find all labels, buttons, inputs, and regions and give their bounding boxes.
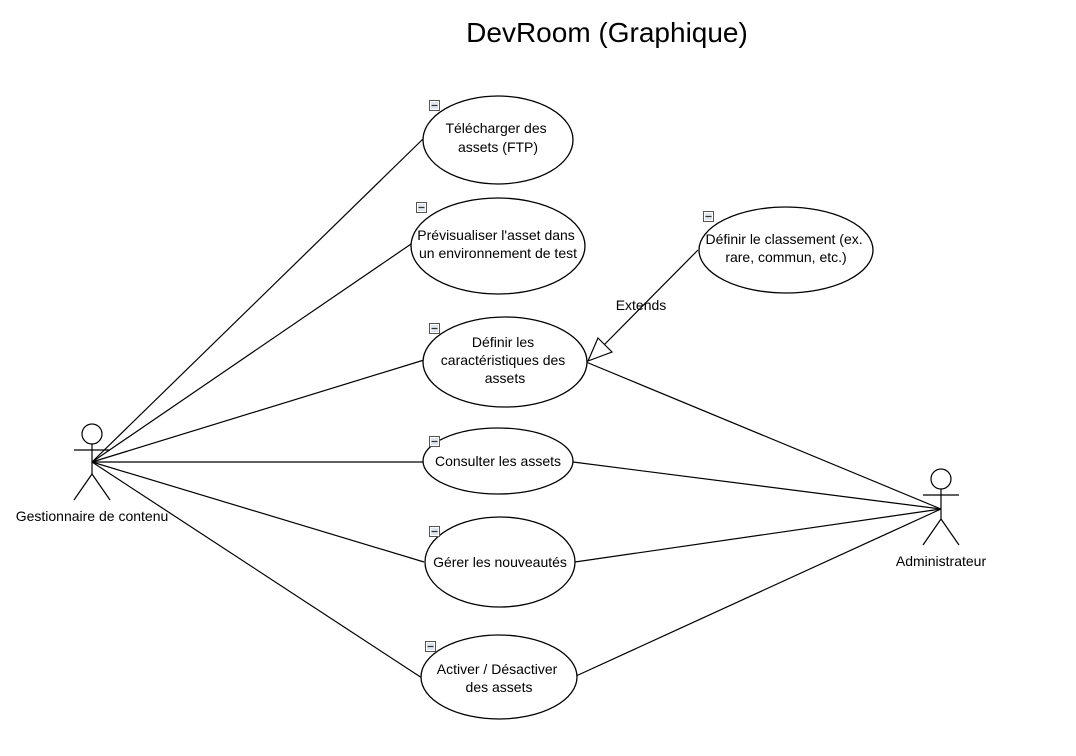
actor-right-leg <box>91 473 111 501</box>
collapse-toggle-activer-desactiver[interactable] <box>425 641 436 652</box>
association-gestionnaire-previsualiser[interactable] <box>91 241 415 463</box>
actor-administrateur[interactable]: Administrateur <box>896 468 987 569</box>
use-case-label: Activer / Désactiver des assets <box>437 661 561 695</box>
extends-label: Extends <box>616 297 667 313</box>
use-case-definir-classement[interactable]: Définir le classement (ex. rare, commun,… <box>698 206 874 294</box>
extends-line <box>601 249 699 348</box>
use-case-ellipse <box>422 427 574 495</box>
collapse-toggle-telecharger[interactable] <box>429 100 440 111</box>
extends-relationship[interactable]: Extends <box>586 249 699 363</box>
use-case-ellipse <box>410 197 586 295</box>
use-case-label: Définir le classement (ex. rare, commun,… <box>705 231 866 265</box>
collapse-toggle-definir-caracteristiques[interactable] <box>429 323 440 334</box>
actor-head <box>930 468 952 490</box>
use-case-telecharger[interactable]: Télécharger des assets (FTP) <box>422 95 574 185</box>
use-case-label: Définir les caractéristiques des assets <box>441 334 569 386</box>
association-gestionnaire-telecharger[interactable] <box>91 137 425 463</box>
collapse-toggle-definir-classement[interactable] <box>703 211 714 222</box>
collapse-toggle-gerer-nouveautes[interactable] <box>429 526 440 537</box>
associations-gestionnaire <box>91 137 425 679</box>
collapse-toggle-previsualiser[interactable] <box>416 202 427 213</box>
use-case-definir-caracteristiques[interactable]: Définir les caractéristiques des assets <box>422 316 588 408</box>
collapse-toggle-consulter[interactable] <box>429 436 440 447</box>
association-gestionnaire-gerer-nouveautes[interactable] <box>91 461 425 563</box>
use-case-ellipse <box>422 95 574 185</box>
use-case-consulter[interactable]: Consulter les assets <box>422 427 574 495</box>
use-case-label: Consulter les assets <box>435 453 561 469</box>
association-gestionnaire-definir-caracteristiques[interactable] <box>91 359 425 463</box>
actor-gestionnaire[interactable]: Gestionnaire de contenu <box>16 423 169 524</box>
association-administrateur-definir-caracteristiques[interactable] <box>585 361 942 510</box>
use-case-ellipse <box>698 206 874 294</box>
use-case-label: Gérer les nouveautés <box>433 554 567 570</box>
actor-label: Administrateur <box>896 553 987 569</box>
actor-left-leg <box>922 518 942 546</box>
diagram-title: DevRoom (Graphique) <box>466 17 748 48</box>
use-case-ellipse <box>422 316 588 408</box>
associations-administrateur <box>572 361 942 677</box>
association-administrateur-consulter[interactable] <box>572 461 942 510</box>
association-administrateur-gerer-nouveautes[interactable] <box>574 508 942 563</box>
actor-left-leg <box>73 473 93 501</box>
use-case-label: Télécharger des assets (FTP) <box>445 120 550 155</box>
actor-right-leg <box>940 518 960 546</box>
actor-label: Gestionnaire de contenu <box>16 508 169 524</box>
use-case-previsualiser[interactable]: Prévisualiser l'asset dans un environnem… <box>410 197 586 295</box>
actor-head <box>81 423 103 445</box>
association-administrateur-activer-desactiver[interactable] <box>575 508 942 677</box>
extends-arrowhead <box>586 336 614 363</box>
use-case-ellipse <box>420 634 578 720</box>
use-case-label: Prévisualiser l'asset dans un environnem… <box>417 227 578 261</box>
association-gestionnaire-activer-desactiver[interactable] <box>91 461 423 679</box>
use-case-ellipse <box>424 516 576 608</box>
use-case-activer-desactiver[interactable]: Activer / Désactiver des assets <box>420 634 578 720</box>
use-case-gerer-nouveautes[interactable]: Gérer les nouveautés <box>424 516 576 608</box>
